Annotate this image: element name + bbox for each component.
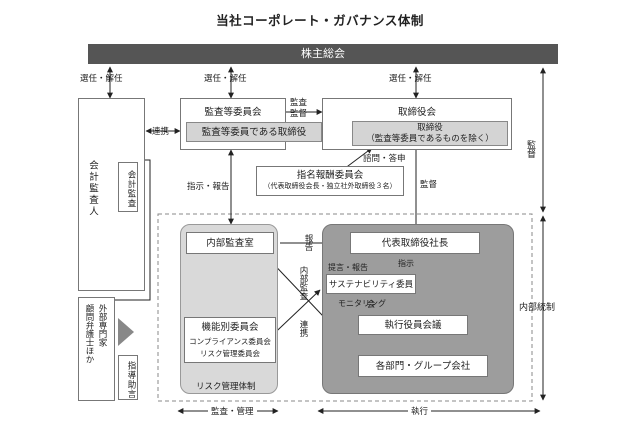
election-label-right: 選任・解任 (389, 74, 432, 84)
execution-label: 執行 (408, 405, 432, 417)
audit-committee-label: 監査等委員会 (204, 107, 262, 118)
functional-committee-label: 機能別委員会 (201, 322, 259, 333)
coordination-label: 連携 (152, 127, 170, 137)
election-label-middle: 選任・解任 (204, 74, 247, 84)
proposal-report-label: 提言・報告 (328, 263, 368, 272)
internal-audit-vertical-label: 内部監査 (298, 266, 308, 300)
functional-committee-box: 機能別委員会 コンプライアンス委員会 リスク管理委員会 (184, 317, 276, 363)
instruct-report-label: 指示・報告 (187, 182, 230, 192)
external-experts-label: 外部専門家 顧問弁護士ほか (84, 304, 107, 364)
board-director-line1: 取締役 (417, 123, 443, 133)
departments-box: 各部門・グループ会社 (358, 355, 488, 377)
exec-meeting-box: 執行役員会議 (358, 315, 468, 335)
internal-audit-box: 内部監査室 (186, 232, 274, 254)
monitoring-label: モニタリング (338, 299, 386, 308)
audit-supervise-label: 監査 監督 (290, 98, 308, 119)
external-experts-box (78, 297, 115, 401)
nomination-committee-label: 指名報酬委員会 (296, 170, 364, 181)
supervision-right-label: 監督 (525, 140, 535, 158)
board-director-line2: （監査等委員であるものを除く） (366, 134, 494, 144)
accounting-audit-box: 会計監査 (118, 162, 138, 212)
sustainability-committee-box: サステナビリティ委員会 (326, 274, 416, 310)
ceo-box: 代表取締役社長 (350, 232, 480, 254)
nomination-committee-box: 指名報酬委員会 （代表取締役会長・独立社外取締役３名） (256, 166, 404, 196)
chevron-shape (118, 318, 134, 346)
nomination-committee-sub: （代表取締役会長・独立社外取締役３名） (263, 182, 397, 190)
shareholders-meeting: 株主総会 (88, 44, 558, 64)
coordination-vertical-label: 連携 (298, 320, 308, 337)
board-director-box: 取締役 （監査等委員であるものを除く） (352, 121, 508, 146)
risk-committee-label: リスク管理委員会 (200, 349, 260, 358)
report-label: 報告 (303, 234, 313, 251)
instruction-label: 指示 (398, 259, 414, 268)
board-label: 取締役会 (397, 107, 436, 118)
guidance-box: 指導助言 (118, 355, 138, 400)
audit-management-label: 監査・管理 (208, 405, 257, 417)
compliance-committee-label: コンプライアンス委員会 (189, 337, 271, 346)
page-title: 当社コーポレート・ガバナンス体制 (216, 13, 424, 28)
internal-control-label: 内部統制 (519, 303, 556, 313)
audit-director-box: 監査等委員である取締役 (186, 122, 322, 142)
risk-system-label: リスク管理体制 (196, 382, 256, 392)
election-label-left: 選任・解任 (80, 74, 123, 84)
accountant-label: 会計監査人 (87, 160, 98, 218)
consult-report-label: 諮問・答申 (363, 154, 406, 164)
supervision-label: 監督 (420, 180, 438, 190)
